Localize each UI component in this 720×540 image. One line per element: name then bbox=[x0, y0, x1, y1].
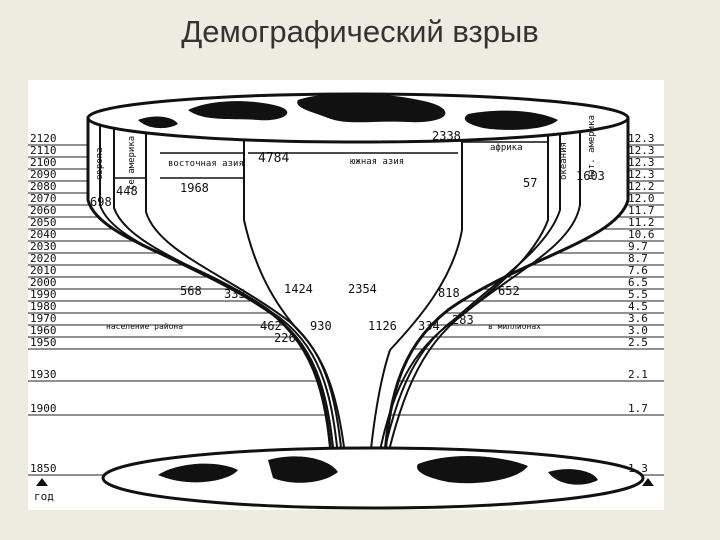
bottom-continents bbox=[158, 455, 598, 485]
value-2000-f: 652 bbox=[498, 284, 520, 298]
value-latin-america: 1603 bbox=[576, 169, 605, 183]
world-total-label: 2.5 bbox=[628, 336, 648, 349]
value-1970-b: 930 bbox=[310, 319, 332, 333]
year-label: 1950 bbox=[30, 336, 57, 349]
world-total-label: 4.5 bbox=[628, 300, 648, 313]
world-total-label: 10.6 bbox=[628, 228, 655, 241]
value-1970-c: 1126 bbox=[368, 319, 397, 333]
value-east-asia: 1968 bbox=[180, 181, 209, 195]
region-label-east-asia: восточная азия bbox=[168, 159, 244, 169]
world-total-label: 12.3 bbox=[628, 168, 655, 181]
year-label: 1930 bbox=[30, 368, 57, 381]
world-total-label: 12.3 bbox=[628, 144, 655, 157]
region-stream-lines bbox=[99, 125, 581, 481]
world-total-axis: 12.3 12.3 12.3 12.3 12.2 12.0 11.7 11.2 … bbox=[628, 132, 655, 475]
world-total-label: 1.3 bbox=[628, 462, 648, 475]
year-label: 2110 bbox=[30, 144, 57, 157]
value-2000-c: 1424 bbox=[284, 282, 313, 296]
value-south-asia: 4784 bbox=[258, 151, 289, 166]
value-europe-na-a: 448 bbox=[116, 184, 138, 198]
region-label-south-asia: южная азия bbox=[350, 157, 404, 167]
value-2000-e: 818 bbox=[438, 286, 460, 300]
world-total-label: 5.5 bbox=[628, 288, 648, 301]
world-total-label: 7.6 bbox=[628, 264, 648, 277]
world-total-label: 1.7 bbox=[628, 402, 648, 415]
caption-region-population: население района bbox=[106, 322, 183, 331]
world-total-label: 12.0 bbox=[628, 192, 655, 205]
value-2000-d: 2354 bbox=[348, 282, 377, 296]
world-total-label: 2.1 bbox=[628, 368, 648, 381]
year-axis: 2120 2110 2100 2090 2080 2070 2060 2050 … bbox=[30, 132, 57, 503]
world-total-label: 11.2 bbox=[628, 216, 655, 229]
year-label: 2090 bbox=[30, 168, 57, 181]
world-total-label: 11.7 bbox=[628, 204, 655, 217]
year-label: 1970 bbox=[30, 312, 57, 325]
world-total-label: 8.7 bbox=[628, 252, 648, 265]
right-axis-arrow-icon bbox=[642, 478, 654, 486]
left-axis-arrow-icon bbox=[36, 478, 48, 486]
value-europe-na-b: 698 bbox=[90, 195, 112, 209]
year-label: 2070 bbox=[30, 192, 57, 205]
value-2000-b: 333 bbox=[224, 287, 246, 301]
year-axis-label: год bbox=[34, 490, 54, 503]
value-1970-g: 226 bbox=[274, 331, 296, 345]
year-label: 1900 bbox=[30, 402, 57, 415]
caption-in-millions: в миллионах bbox=[488, 322, 541, 331]
year-label: 2000 bbox=[30, 276, 57, 289]
year-label: 2120 bbox=[30, 132, 57, 145]
year-label: 1980 bbox=[30, 300, 57, 313]
region-label-latin-america: лат. америка bbox=[587, 115, 597, 180]
region-label-north-america: се америка bbox=[127, 136, 137, 190]
year-label: 2050 bbox=[30, 216, 57, 229]
world-total-label: 3.6 bbox=[628, 312, 648, 325]
region-label-africa: африка bbox=[490, 143, 523, 153]
world-total-label: 9.7 bbox=[628, 240, 648, 253]
world-total-label: 12.3 bbox=[628, 156, 655, 169]
year-label: 1850 bbox=[30, 462, 57, 475]
value-1970-a: 462 bbox=[260, 319, 282, 333]
slide-title: Демографический взрыв bbox=[181, 14, 539, 49]
value-africa: 2338 bbox=[432, 129, 461, 143]
region-label-europe: европа bbox=[95, 147, 105, 180]
value-2000-a: 568 bbox=[180, 284, 202, 298]
region-label-oceania: океания bbox=[559, 142, 569, 180]
value-1970-d: 334 bbox=[418, 319, 440, 333]
value-1970-e: 283 bbox=[452, 313, 474, 327]
year-label: 2040 bbox=[30, 228, 57, 241]
world-total-label: 3.0 bbox=[628, 324, 648, 337]
year-label: 1990 bbox=[30, 288, 57, 301]
region-dividers bbox=[114, 141, 548, 179]
year-label: 2030 bbox=[30, 240, 57, 253]
year-label: 2080 bbox=[30, 180, 57, 193]
year-label: 1960 bbox=[30, 324, 57, 337]
world-total-label: 6.5 bbox=[628, 276, 648, 289]
funnel-svg: европа се америка восточная азия южная а… bbox=[28, 92, 664, 510]
population-funnel-diagram: европа се америка восточная азия южная а… bbox=[28, 80, 664, 510]
year-label: 2010 bbox=[30, 264, 57, 277]
world-total-label: 12.3 bbox=[628, 132, 655, 145]
world-total-label: 12.2 bbox=[628, 180, 655, 193]
year-label: 2100 bbox=[30, 156, 57, 169]
year-label: 2060 bbox=[30, 204, 57, 217]
value-oceania: 57 bbox=[523, 176, 537, 190]
year-label: 2020 bbox=[30, 252, 57, 265]
top-continents bbox=[138, 93, 558, 130]
